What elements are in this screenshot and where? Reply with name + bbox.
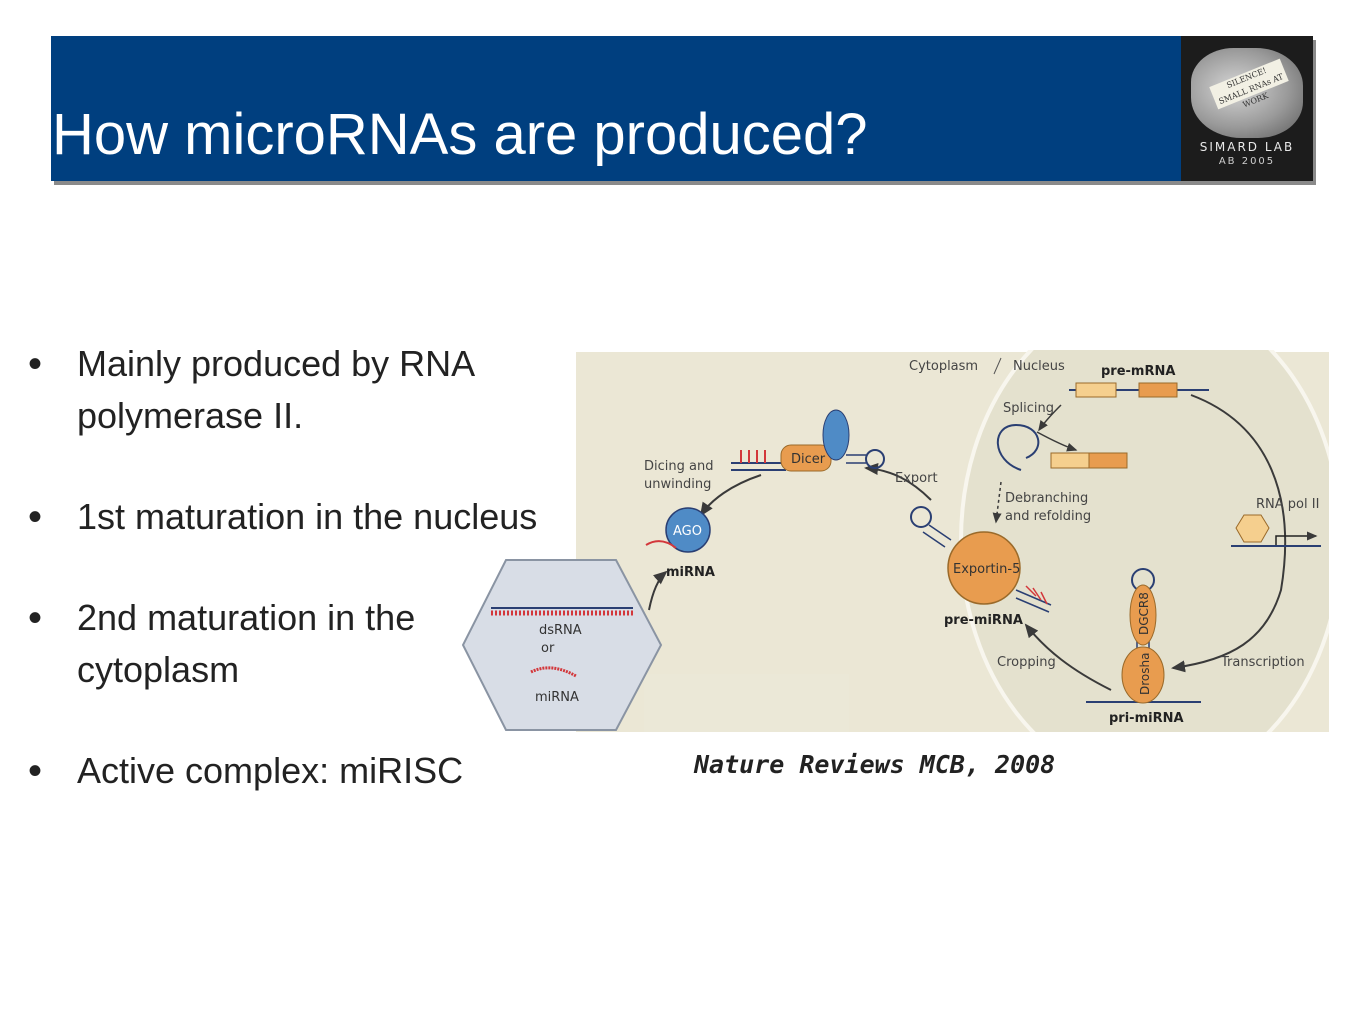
cytoplasm-label: Cytoplasm — [909, 359, 978, 374]
figure-caption: Nature Reviews MCB, 2008 — [694, 750, 1056, 779]
nucleus-cycle-arrow — [1171, 394, 1287, 673]
mirna-pathway-diagram: Cytoplasm Nucleus pre-mRNA Splicing Debr… — [461, 350, 1329, 732]
small-mirna-strand — [530, 666, 577, 678]
pre-mirna-hairpin — [922, 524, 952, 548]
logo-name: SIMARD LAB — [1199, 140, 1295, 154]
nucleus-label: Nucleus — [1013, 359, 1065, 374]
promoter-arrow — [1275, 531, 1318, 546]
mrna-exon-1 — [1050, 452, 1090, 469]
dicer-helicase — [822, 409, 850, 461]
dgcr8-protein — [1129, 584, 1157, 646]
bullet-item: Active complex: miRISC — [28, 745, 568, 797]
dicing-label-1: Dicing and — [644, 459, 713, 474]
lariat-intron — [996, 423, 1040, 471]
pre-mrna-exon-1 — [1075, 382, 1117, 398]
bullet-item: 2nd maturation in the cytoplasm — [28, 592, 568, 696]
ago-protein — [665, 507, 711, 553]
mirna-small-label: miRNA — [535, 690, 579, 705]
dicer-label: Dicer — [791, 452, 826, 467]
dicing-label-2: unwinding — [644, 477, 711, 492]
pre-mrna-exon-2 — [1138, 382, 1178, 398]
ago-mirna — [645, 540, 677, 549]
dicing-arrow — [699, 474, 762, 517]
pre-mirna-label: pre-miRNA — [944, 613, 1023, 628]
title-bar — [51, 36, 1313, 181]
pre-mrna-label: pre-mRNA — [1101, 364, 1175, 379]
rna-pol-enzyme — [1235, 514, 1270, 543]
drosha-label: Drosha — [1138, 653, 1152, 695]
pri-mirna-label: pri-miRNA — [1109, 711, 1184, 726]
exportin-label: Exportin-5 — [953, 562, 1020, 577]
bullet-item: 1st maturation in the nucleus — [28, 491, 568, 543]
export-arrow — [864, 462, 932, 501]
splicing-arrow — [1038, 404, 1062, 432]
or-label: or — [541, 641, 555, 656]
export-label: Export — [895, 471, 938, 486]
logo-sub: AB 2005 — [1218, 156, 1276, 167]
cycle-arrow-left — [648, 570, 668, 611]
dicer-duplex-red — [740, 450, 766, 463]
bullet-item: Mainly produced by RNA polymerase II. — [28, 338, 568, 442]
cropping-label: Cropping — [997, 655, 1056, 670]
cropping-arrow — [1024, 623, 1112, 691]
dicer-loop — [865, 449, 885, 469]
dgcr8-label: DGCR8 — [1137, 592, 1151, 635]
dsrna-label: dsRNA — [539, 623, 582, 638]
lab-logo: SILENCE! SMALL RNAs AT WORK SIMARD LAB A… — [1181, 36, 1313, 181]
blank-patch — [644, 674, 849, 732]
mrna-exon-2 — [1088, 452, 1128, 469]
rnai-hexagon — [461, 559, 663, 731]
debranching-arrow — [992, 481, 1002, 524]
debranching-label-2: and refolding — [1005, 509, 1091, 524]
dicer-stem — [846, 454, 866, 464]
debranching-label-1: Debranching — [1005, 491, 1088, 506]
pre-mirna-loop — [910, 506, 932, 528]
ago-label: AGO — [673, 524, 702, 539]
transcription-label: Transcription — [1220, 655, 1305, 670]
drosha-protein — [1121, 646, 1165, 704]
splicing-label: Splicing — [1003, 401, 1054, 416]
bullet-list: Mainly produced by RNA polymerase II. 1s… — [28, 338, 568, 846]
mirna-label: miRNA — [666, 565, 715, 580]
pre-mirna-tail — [1015, 589, 1052, 613]
region-divider — [993, 357, 1002, 375]
slide-title: How microRNAs are produced? — [52, 102, 868, 167]
exportin-protein — [947, 531, 1021, 605]
pre-mirna-tail-red — [1025, 585, 1048, 605]
spliced-arrow — [1036, 431, 1078, 452]
rna-pol-label: RNA pol II — [1256, 497, 1319, 512]
